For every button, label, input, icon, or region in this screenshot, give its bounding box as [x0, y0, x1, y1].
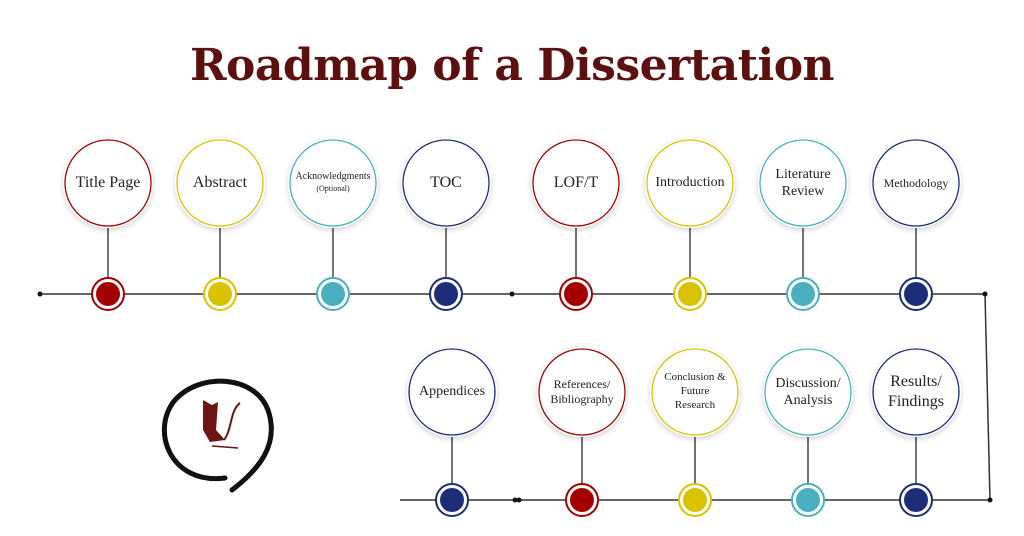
- step-label: Literature Review: [761, 141, 845, 225]
- logo: [161, 378, 274, 493]
- step-circle: [289, 139, 377, 227]
- step-label: Conclusion & Future Research: [653, 350, 737, 434]
- step-circle: [538, 348, 626, 436]
- timeline-dot: [904, 282, 928, 306]
- step-label: Title Page: [66, 141, 150, 225]
- timeline-dot: [678, 282, 702, 306]
- step-label-text: Conclusion & Future Research: [664, 371, 726, 411]
- step-label: LOF/T: [534, 141, 618, 225]
- step-circle: [646, 139, 734, 227]
- step-circle: [408, 348, 496, 436]
- step-label: References/ Bibliography: [540, 350, 624, 434]
- timeline-dot: [434, 282, 458, 306]
- step-label-text: Abstract: [192, 174, 248, 191]
- timeline-dot: [683, 488, 707, 512]
- timeline-dot: [791, 282, 815, 306]
- step-circle: [764, 348, 852, 436]
- step-label-text: TOC: [430, 174, 462, 191]
- step-label-text: Appendices: [418, 384, 486, 400]
- step-circle: [651, 348, 739, 436]
- step-label-text: Literature Review: [775, 166, 831, 200]
- step-circle: [176, 139, 264, 227]
- timeline-dot: [208, 282, 232, 306]
- step-label: Appendices: [410, 350, 494, 434]
- timeline-dot: [796, 488, 820, 512]
- step-label-text: LOF/T: [553, 174, 599, 191]
- step-label-text: Results/ Findings: [887, 373, 944, 410]
- step-label: Results/ Findings: [874, 350, 958, 434]
- step-label-text: References/ Bibliography: [550, 377, 614, 406]
- step-label-text: Introduction: [655, 175, 725, 191]
- step-label: Acknowledgments (Optional): [291, 141, 375, 225]
- timeline-dot: [904, 488, 928, 512]
- step-circle: [759, 139, 847, 227]
- step-label-text: Discussion/ Analysis: [775, 375, 841, 409]
- timeline-dot: [96, 282, 120, 306]
- step-label-text: Title Page: [75, 174, 141, 191]
- step-circle: [64, 139, 152, 227]
- step-label: Methodology: [874, 141, 958, 225]
- step-label: Discussion/ Analysis: [766, 350, 850, 434]
- timeline-dot: [321, 282, 345, 306]
- step-label-note: (Optional): [316, 184, 350, 193]
- step-label: Abstract: [178, 141, 262, 225]
- step-circle: [402, 139, 490, 227]
- step-label: Introduction: [648, 141, 732, 225]
- timeline-dot: [440, 488, 464, 512]
- step-circle: [532, 139, 620, 227]
- step-label-text: Acknowledgments (Optional): [295, 170, 371, 194]
- page-title: Roadmap of a Dissertation: [189, 40, 835, 91]
- step-circle: [872, 348, 960, 436]
- timeline-dot: [570, 488, 594, 512]
- timeline-dot: [564, 282, 588, 306]
- step-circle: [872, 139, 960, 227]
- step-label: TOC: [404, 141, 488, 225]
- step-label-text: Methodology: [883, 175, 949, 190]
